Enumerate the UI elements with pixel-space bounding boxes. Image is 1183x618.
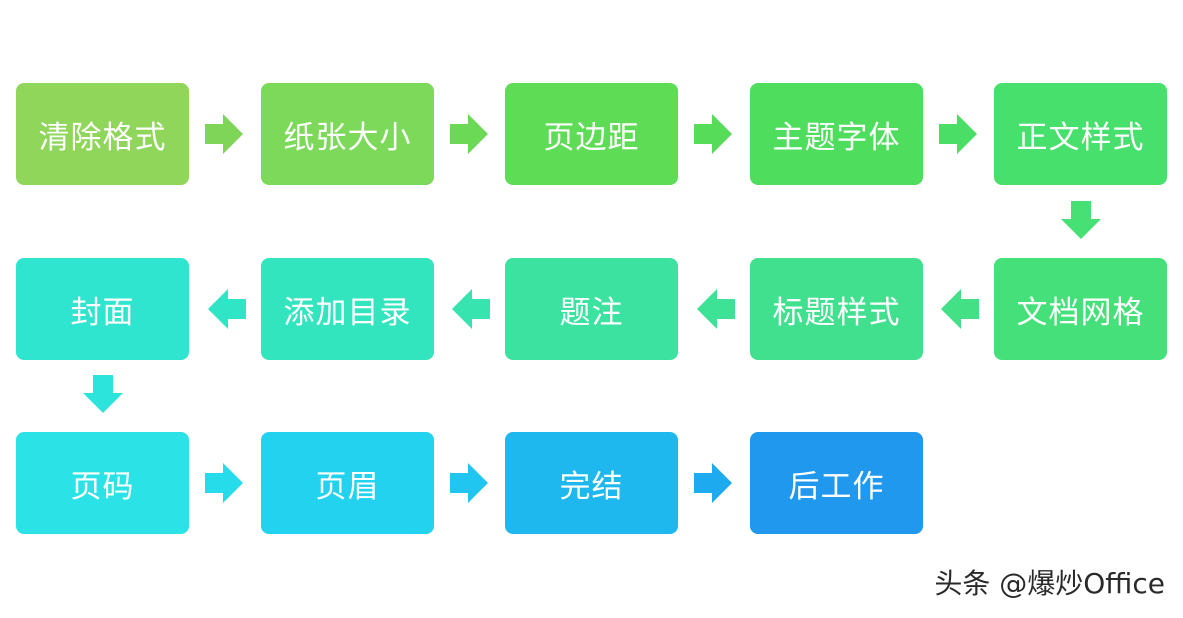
arrow-shape xyxy=(452,289,490,329)
step-label: 题注 xyxy=(559,294,624,331)
step-margins: 页边距 xyxy=(505,83,678,185)
arrow-shape xyxy=(941,289,979,329)
step-label: 封面 xyxy=(70,294,135,331)
arrow-right-icon xyxy=(450,114,488,154)
arrow-left-icon xyxy=(941,289,979,329)
arrow-shape xyxy=(205,114,243,154)
arrow-right-icon xyxy=(694,463,732,503)
arrow-shape xyxy=(697,289,735,329)
step-label: 添加目录 xyxy=(283,294,412,331)
arrow-left-icon xyxy=(697,289,735,329)
step-label: 正文样式 xyxy=(1016,119,1145,156)
step-post-work: 后工作 xyxy=(750,432,923,534)
step-label: 清除格式 xyxy=(38,119,167,156)
step-finish: 完结 xyxy=(505,432,678,534)
arrow-right-icon xyxy=(939,114,977,154)
step-label: 后工作 xyxy=(788,468,885,505)
step-add-toc: 添加目录 xyxy=(261,258,434,360)
step-cover: 封面 xyxy=(16,258,189,360)
arrow-shape xyxy=(450,463,488,503)
arrow-right-icon xyxy=(205,114,243,154)
arrow-shape xyxy=(208,289,246,329)
step-clear-format: 清除格式 xyxy=(16,83,189,185)
arrow-shape xyxy=(694,114,732,154)
step-label: 主题字体 xyxy=(772,119,901,156)
arrow-left-icon xyxy=(452,289,490,329)
step-body-style: 正文样式 xyxy=(994,83,1167,185)
arrow-down-icon xyxy=(83,375,123,413)
step-label: 页眉 xyxy=(315,468,380,505)
arrow-shape xyxy=(694,463,732,503)
arrow-shape xyxy=(205,463,243,503)
step-label: 页边距 xyxy=(543,119,640,156)
step-document-grid: 文档网格 xyxy=(994,258,1167,360)
arrow-left-icon xyxy=(208,289,246,329)
watermark-text: 头条 @爆炒Office xyxy=(934,567,1165,600)
step-label: 标题样式 xyxy=(772,294,901,331)
arrow-shape xyxy=(939,114,977,154)
step-heading-style: 标题样式 xyxy=(750,258,923,360)
step-label: 完结 xyxy=(559,468,624,505)
step-theme-font: 主题字体 xyxy=(750,83,923,185)
step-header: 页眉 xyxy=(261,432,434,534)
step-page-number: 页码 xyxy=(16,432,189,534)
arrow-shape xyxy=(83,375,123,413)
arrow-right-icon xyxy=(205,463,243,503)
step-paper-size: 纸张大小 xyxy=(261,83,434,185)
step-label: 文档网格 xyxy=(1016,294,1145,331)
step-label: 纸张大小 xyxy=(283,119,412,156)
step-label: 页码 xyxy=(70,468,135,505)
arrow-right-icon xyxy=(450,463,488,503)
step-caption: 题注 xyxy=(505,258,678,360)
arrow-right-icon xyxy=(694,114,732,154)
arrow-shape xyxy=(1061,201,1101,239)
arrow-down-icon xyxy=(1061,201,1101,239)
arrow-shape xyxy=(450,114,488,154)
